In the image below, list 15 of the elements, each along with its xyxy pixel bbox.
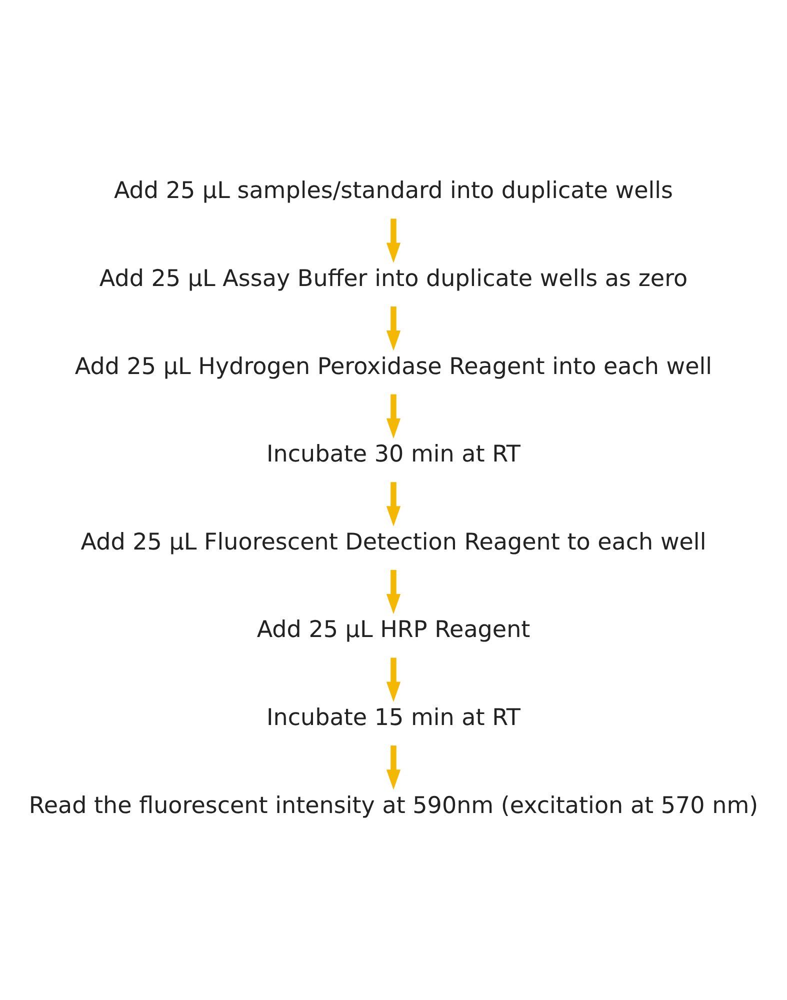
node-text: Incubate 15 min at RT bbox=[266, 704, 520, 731]
node-text: Add 25 µL samples/standard into duplicate wells bbox=[114, 178, 674, 204]
node-text: Read the fluorescent intensity at 590nm (excitation at 570 nm) bbox=[28, 792, 758, 819]
arrow bbox=[386, 746, 401, 790]
node-text: Add 25 µL Fluorescent Detection Reagent to each well bbox=[80, 529, 706, 556]
node-text: Incubate 30 min at RT bbox=[266, 442, 520, 468]
arrow bbox=[386, 394, 401, 439]
arrow bbox=[386, 482, 401, 526]
node-text: Add 25 µL Assay Buffer into duplicate wells as zero bbox=[99, 266, 688, 292]
arrow bbox=[386, 218, 401, 263]
node-text: Add 25 µL Hydrogen Peroxidase Reagent into each well bbox=[74, 354, 712, 380]
arrow bbox=[386, 658, 401, 702]
arrow bbox=[386, 306, 401, 351]
arrow bbox=[386, 570, 401, 614]
node-text: Add 25 µL HRP Reagent bbox=[256, 617, 530, 644]
